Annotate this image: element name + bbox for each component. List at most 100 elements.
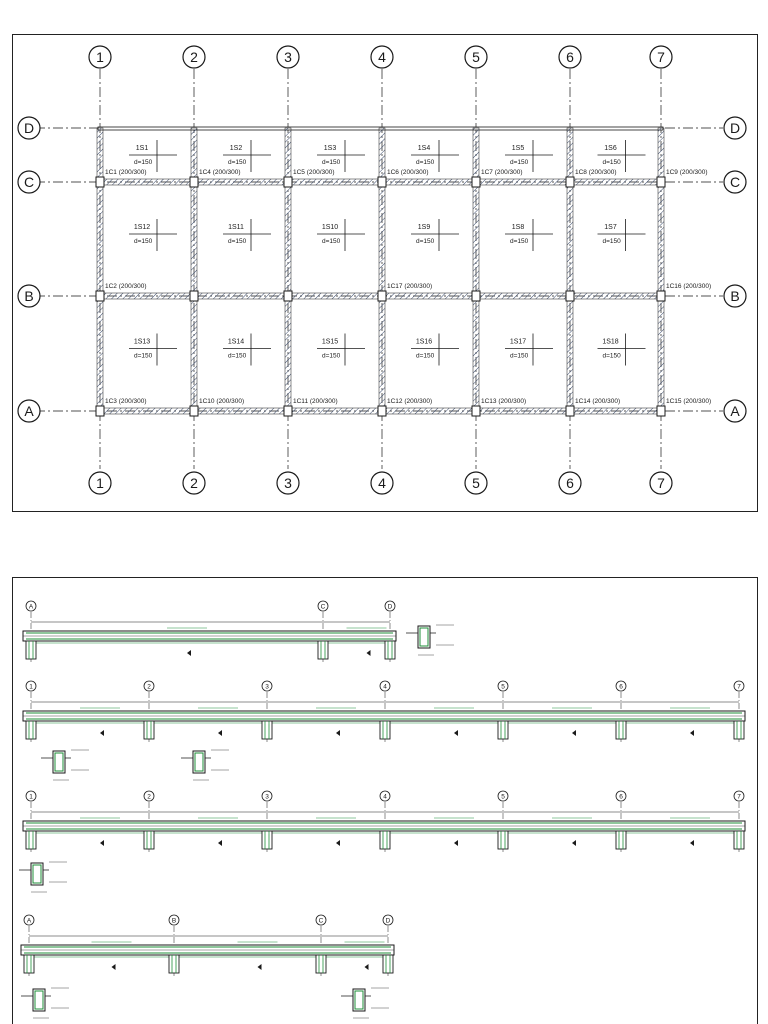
pillar-label: 1C7 (200/300) <box>481 169 523 176</box>
slab-label: 1S5 <box>512 145 525 152</box>
pillar-label: 1C13 (200/300) <box>481 398 526 405</box>
column-stub <box>315 954 327 974</box>
grid-bubble-top-4: 4 <box>370 45 394 69</box>
level-marker <box>690 840 694 846</box>
column-stub <box>25 640 37 660</box>
level-marker <box>336 730 340 736</box>
axis-bubble-circle <box>615 680 627 692</box>
slab-label: 1S17 <box>510 339 526 346</box>
section-outline <box>30 862 44 886</box>
axis-bubble-circle <box>497 680 509 692</box>
column-stub <box>143 830 155 850</box>
slab-thickness: d=150 <box>134 353 153 360</box>
axis-bubble-label: 4 <box>383 684 387 691</box>
slab-thickness: d=150 <box>322 238 341 245</box>
grid-bubble-top-3: 3 <box>276 45 300 69</box>
section-outline <box>352 988 366 1012</box>
beam-strip-1-axis-A: A <box>25 600 37 612</box>
grid-bubble-label: C <box>730 174 740 190</box>
axis-bubble-label: D <box>388 604 393 611</box>
axis-bubble-label: 4 <box>383 794 387 801</box>
slab-thickness: d=150 <box>416 238 435 245</box>
beam-5 <box>472 127 480 415</box>
slab-label: 1S12 <box>134 224 150 231</box>
level-marker <box>572 840 576 846</box>
pillar-A-4 <box>377 405 387 417</box>
slab-label: 1S1 <box>136 145 149 152</box>
column-stub <box>379 720 391 740</box>
beam-strip-1 <box>22 612 397 664</box>
pillar-B-6 <box>565 290 575 302</box>
axis-bubble-circle <box>143 680 155 692</box>
section-stirrup <box>34 990 44 1010</box>
grid-bubble-circle <box>370 471 394 495</box>
slab-thickness: d=150 <box>228 159 247 166</box>
beam-strip-4-axis-B: B <box>168 914 180 926</box>
level-marker <box>100 840 104 846</box>
slab-label: 1S7 <box>604 224 617 231</box>
grid-bubble-label: 6 <box>566 475 574 491</box>
axis-bubble-circle <box>25 790 37 802</box>
grid-bubble-circle <box>276 45 300 69</box>
grid-bubble-top-2: 2 <box>182 45 206 69</box>
beam-strip-2-axis-6: 6 <box>615 680 627 692</box>
pillar-C-5 <box>471 176 481 188</box>
column-stub <box>497 830 509 850</box>
pillar-label: 1C17 (200/300) <box>387 283 432 290</box>
section-stirrup <box>32 864 42 884</box>
column-stub <box>25 830 37 850</box>
beam-strip-2-axis-5: 5 <box>497 680 509 692</box>
axis-bubble-circle <box>615 790 627 802</box>
axis-bubble-circle <box>733 790 745 802</box>
slab-label: 1S11 <box>228 224 244 231</box>
grid-bubble-left-C: C <box>17 170 41 194</box>
axis-bubble-label: A <box>29 604 34 611</box>
column-stub <box>143 720 155 740</box>
slab-label: 1S15 <box>322 339 338 346</box>
level-marker <box>100 730 104 736</box>
grid-bubble-circle <box>17 170 41 194</box>
slab-thickness: d=150 <box>416 353 435 360</box>
pillar-A-2 <box>189 405 199 417</box>
axis-bubble-label: 6 <box>619 794 623 801</box>
beam-2 <box>190 127 198 415</box>
beam-4 <box>378 127 386 415</box>
section-stirrup <box>54 752 64 772</box>
beam-strip-4-axis-C: C <box>315 914 327 926</box>
grid-bubble-top-6: 6 <box>558 45 582 69</box>
grid-bubble-label: 4 <box>378 49 386 65</box>
axis-bubble-circle <box>261 790 273 802</box>
pillar-B-7 <box>656 290 666 302</box>
slab-thickness: d=150 <box>510 353 529 360</box>
grid-bubble-bottom-7: 7 <box>649 471 673 495</box>
slab-label: 1S14 <box>228 339 244 346</box>
pillar-label: 1C16 (200/300) <box>666 283 711 290</box>
axis-bubble-label: A <box>27 918 32 925</box>
column-stub <box>733 720 745 740</box>
pillar-A-1 <box>95 405 105 417</box>
pillar-C-7 <box>656 176 666 188</box>
section-outline <box>192 750 206 774</box>
level-marker <box>187 650 191 656</box>
axis-bubble-circle <box>379 680 391 692</box>
grid-bubble-circle <box>17 116 41 140</box>
level-marker <box>366 650 371 656</box>
grid-bubble-circle <box>649 45 673 69</box>
axis-bubble-label: 6 <box>619 684 623 691</box>
level-marker <box>454 840 458 846</box>
grid-bubble-label: A <box>24 403 34 419</box>
pillar-C-4 <box>377 176 387 188</box>
pillar-label: 1C14 (200/300) <box>575 398 620 405</box>
column-stub <box>23 954 35 974</box>
pillar-label: 1C15 (200/300) <box>666 398 711 405</box>
slab-thickness: d=150 <box>134 238 153 245</box>
